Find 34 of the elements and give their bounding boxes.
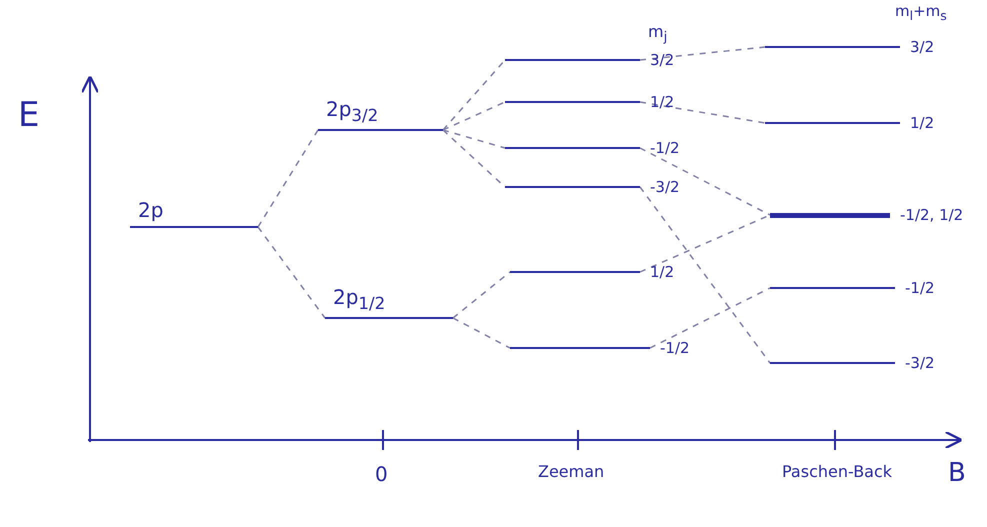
quantum-number-label: 1/2 — [650, 93, 674, 111]
quantum-number-label: -1/2, 1/2 — [900, 206, 964, 224]
dashed-connector — [442, 129, 506, 188]
column-header: m$_{l}$+m$_{s}$ — [895, 2, 947, 23]
dashed-connector — [650, 287, 770, 349]
quantum-number-label: -3/2 — [650, 178, 680, 196]
axis-label: E — [18, 95, 40, 135]
dashed-connector — [640, 147, 770, 216]
quantum-number-label: -3/2 — [905, 354, 935, 372]
tick-label: Paschen-Back — [782, 462, 892, 481]
dashed-connector — [640, 101, 766, 124]
level-label: 2p$_{1/2}$ — [333, 285, 386, 313]
dashed-connector — [452, 317, 510, 349]
quantum-number-label: 3/2 — [650, 51, 674, 69]
quantum-number-label: -1/2 — [905, 279, 935, 297]
dashed-connector — [442, 60, 506, 130]
dashed-connector — [442, 101, 506, 131]
axis-label: B — [948, 458, 966, 488]
quantum-number-label: -1/2 — [650, 139, 680, 157]
quantum-number-label: 3/2 — [910, 38, 934, 56]
level-label: 2p — [138, 198, 164, 222]
dashed-connector — [257, 130, 319, 228]
dashed-connector — [639, 186, 771, 364]
level-label: 2p$_{3/2}$ — [326, 97, 378, 125]
dashed-connector — [442, 129, 506, 149]
quantum-number-label: 1/2 — [910, 114, 934, 132]
dashed-connector — [452, 271, 510, 319]
dashed-connector — [640, 46, 766, 61]
quantum-number-label: 1/2 — [650, 263, 674, 281]
tick-label: Zeeman — [538, 462, 604, 481]
dashed-connector — [257, 226, 326, 318]
quantum-number-label: -1/2 — [660, 339, 690, 357]
tick-label: 0 — [375, 462, 388, 486]
column-header: m$_{j}$ — [648, 22, 668, 46]
